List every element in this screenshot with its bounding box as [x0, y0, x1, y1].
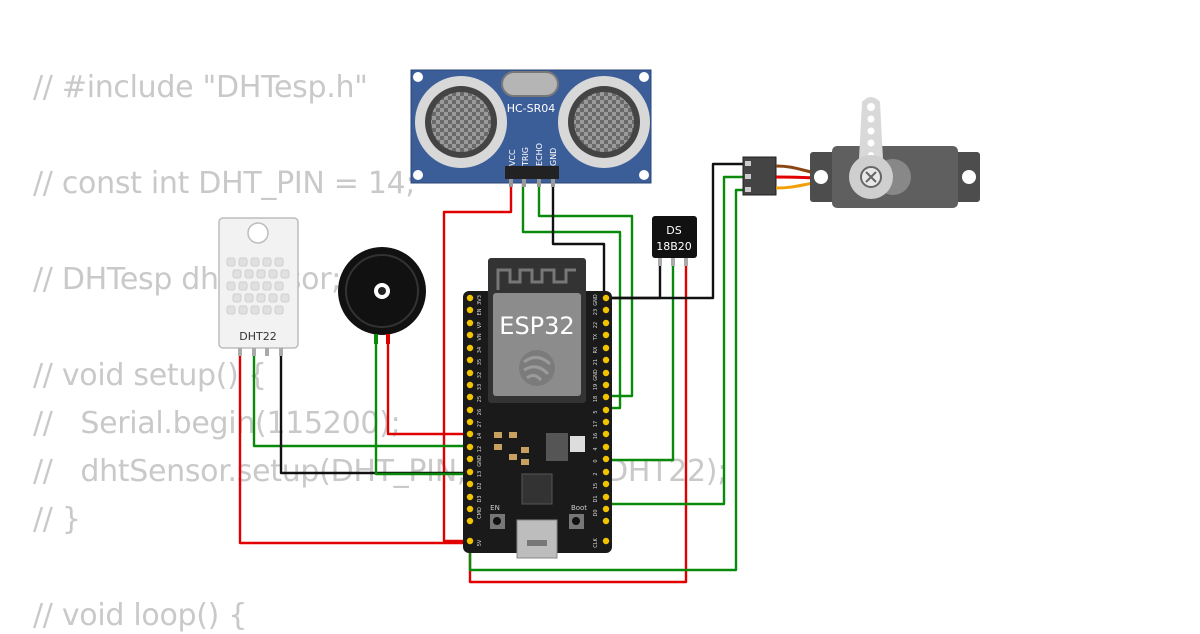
pin-label: GND — [593, 294, 599, 306]
pin-label-vcc: VCC — [508, 149, 517, 166]
pin-label: D0 — [593, 509, 599, 516]
hc-sr04-sensor[interactable]: HC-SR04 VCC TRIG ECHO GND — [410, 69, 652, 187]
pin-label: 2 — [593, 472, 599, 475]
pin-label: 16 — [593, 433, 599, 439]
pin-label: 0 — [593, 459, 599, 462]
dht22-grille — [226, 257, 290, 315]
hc-sr04-label: HC-SR04 — [507, 102, 556, 115]
pin-label: 17 — [593, 421, 599, 427]
wire-dht-data — [252, 350, 470, 448]
hc-sr04-header — [505, 166, 559, 187]
dht22-pins — [238, 348, 283, 356]
pin-label: CMD — [477, 507, 483, 519]
pin-label: GND — [593, 369, 599, 381]
pin-label: CLK — [593, 538, 599, 548]
code-line: // const int DHT_PIN = 14; — [33, 166, 416, 201]
usb-port — [516, 519, 558, 559]
buzzer[interactable] — [338, 247, 426, 344]
esp32-label: ESP32 — [499, 312, 574, 340]
servo-motor[interactable] — [742, 97, 980, 208]
code-line: // void setup() { — [33, 358, 267, 393]
antenna-trace — [496, 268, 576, 290]
wire-servo-sig — [606, 175, 745, 506]
pin-label: 32 — [477, 372, 483, 378]
wire-dht-vcc — [238, 350, 470, 545]
espressif-logo — [519, 350, 555, 386]
pin-label: 19 — [593, 384, 599, 390]
pin-label: EN — [477, 308, 483, 315]
ds18b20-sensor[interactable]: DS 18B20 — [652, 216, 697, 266]
pin-label: 4 — [593, 447, 599, 450]
code-line: // } — [33, 502, 81, 537]
pin-label: 34 — [477, 347, 483, 353]
wire-servo-vcc — [468, 188, 745, 572]
pin-label: D1 — [593, 495, 599, 502]
pin-label-trig: TRIG — [521, 147, 530, 167]
code-line: // void loop() { — [33, 598, 248, 633]
pin-label: 12 — [477, 446, 483, 452]
pin-label-gnd: GND — [549, 148, 558, 166]
wire-servo-gnd — [606, 162, 745, 300]
code-line: // #include "DHTesp.h" — [33, 70, 368, 105]
pin-label: 25 — [477, 396, 483, 402]
pin-label: 13 — [477, 471, 483, 477]
ds18b20-label-2: 18B20 — [656, 240, 692, 253]
wire-sonar-vcc — [442, 180, 513, 543]
transducer-right — [558, 76, 650, 168]
pin-label: 15 — [593, 483, 599, 489]
wire-buzzer-pos — [386, 338, 470, 436]
servo-connector — [742, 156, 777, 196]
pin-label: 26 — [477, 409, 483, 415]
wire-sonar-trig — [521, 180, 622, 410]
pin-label: 14 — [477, 433, 483, 439]
pin-label: 23 — [593, 309, 599, 315]
pin-label: 5V — [477, 539, 483, 546]
esp32-right-pins — [602, 294, 610, 545]
pin-label: 27 — [477, 421, 483, 427]
wire-ds-data — [606, 258, 675, 462]
pin-label: GND — [477, 455, 483, 467]
ds18b20-label-1: DS — [666, 224, 681, 237]
pin-label: 35 — [477, 359, 483, 365]
pin-label: VN — [477, 333, 483, 340]
pin-label-echo: ECHO — [535, 143, 544, 166]
esp32-left-pins — [466, 294, 474, 545]
en-button-label: EN — [490, 504, 500, 512]
transducer-left — [415, 76, 507, 168]
pin-label: 18 — [593, 396, 599, 402]
dht22-label: DHT22 — [239, 330, 276, 343]
pin-label: 3V3 — [477, 295, 483, 305]
pin-label: 21 — [593, 359, 599, 365]
boot-button-label: Boot — [571, 504, 587, 512]
esp32-board[interactable]: ESP32 EN Boot — [463, 258, 612, 559]
pin-label: 5 — [593, 410, 599, 413]
pin-label: D3 — [477, 495, 483, 502]
pin-label: VP — [477, 322, 483, 328]
wire-sonar-echo — [537, 180, 634, 398]
dht22-sensor[interactable]: DHT22 — [218, 217, 299, 356]
pin-label: 22 — [593, 322, 599, 328]
wire-buzzer-neg — [374, 338, 470, 476]
pin-label: 33 — [477, 384, 483, 390]
pin-label: RX — [593, 346, 599, 353]
pin-label: D2 — [477, 482, 483, 489]
pin-label: TX — [593, 333, 599, 341]
